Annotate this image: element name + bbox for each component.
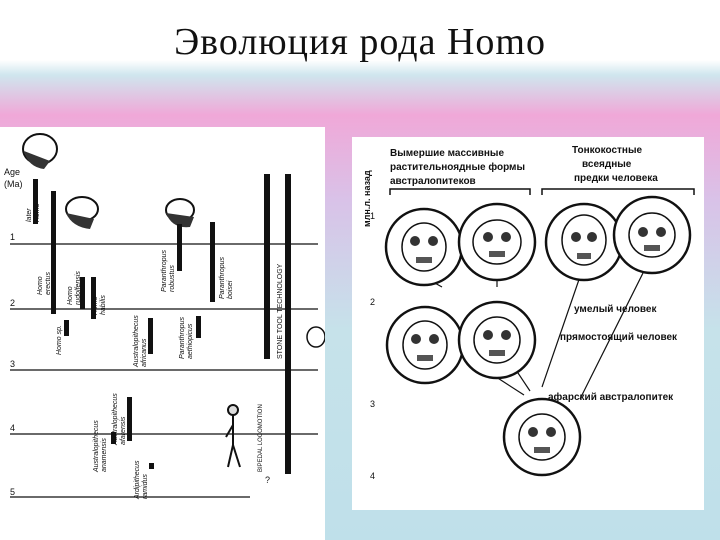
slide-title: Эволюция рода Homo [0,20,720,64]
bipedal-label: BIPEDAL LOCOMOTION [258,404,264,472]
label-paranthropus-robustus-1: Paranthropus [161,249,168,292]
label-homo-habilis: умелый человек [574,304,657,315]
skull-circle-top-left [386,209,462,285]
skull-circle-top-right-2 [614,197,690,273]
label-australopithecus-anamensis-1: Australopithecus [93,420,100,473]
label-homo-sp: Homo sp. [56,325,63,355]
skull-homo-erectus-icon [66,197,98,229]
skull-later-homo-icon [23,134,57,169]
group-left-line-3: австралопитеков [390,176,476,187]
label-afarensis: афарский австралопитек [548,391,674,403]
bar-paranthropus-aethiopicus [196,316,201,338]
age-axis-unit: (Ma) [4,179,23,189]
label-homo-habilis-2: habilis [100,295,107,315]
skull-circle-mid-center [459,302,535,378]
skull-circle-top-right-1 [546,204,622,280]
age-tick-4: 4 [10,423,15,433]
label-australopithecus-africanus-1: Australopithecus [133,315,140,368]
label-paranthropus-boisei-2: boisei [227,280,234,299]
label-later-homo-1: later [26,208,33,222]
group-right-line-1: Тонкокостные [572,145,642,156]
mya-tick-1: 1 [370,211,375,221]
age-axis-header: Age [4,167,20,177]
group-brackets [390,189,694,195]
label-paranthropus-aethiopicus-1: Paranthropus [179,316,186,359]
bipedal-figure-icon [226,405,240,467]
label-homo-erectus: прямостоящий человек [560,332,678,343]
mya-tick-3: 3 [370,399,375,409]
label-homo-habilis-1: Homo [92,296,99,315]
hominin-timeline-figure: Age (Ma) 1 2 3 4 5 [0,127,325,540]
label-australopithecus-africanus-2: africanus [141,338,148,367]
skull-australopithecus-icon [307,327,325,347]
label-ardipithecus-ramidus-1: Ardipithecus [134,460,141,500]
skull-ancestry-figure: млн.л. назад 1 2 3 4 Вымершие массивные … [352,137,704,510]
label-homo-erectus-2: erectus [45,272,52,295]
label-paranthropus-aethiopicus-2: aethiopicus [187,323,194,359]
bar-australopithecus-africanus [148,318,153,354]
bar-bipedal [285,174,291,474]
bar-ardipithecus-ramidus [149,463,154,469]
stone-tool-question: ? [285,361,290,371]
label-paranthropus-robustus-2: robustus [169,265,176,292]
group-right-line-2: всеядные [582,159,632,170]
label-later-homo-2: Homo [34,203,41,222]
skull-circle-bottom-afarensis [504,399,580,475]
age-tick-2: 2 [10,298,15,308]
bar-australopithecus-afarensis [127,397,132,441]
mya-tick-4: 4 [370,471,375,481]
label-homo-erectus-1: Homo [37,276,44,295]
mya-tick-2: 2 [370,297,375,307]
skull-circle-top-center [459,204,535,280]
bar-stone-tool [264,174,270,359]
label-australopithecus-anamensis-2: anamensis [101,438,108,472]
group-left-line-2: растительноядные формы [390,161,525,173]
label-homo-rudolfensis-1: Homo [67,286,74,305]
bar-paranthropus-robustus [177,224,182,271]
bar-homo-sp [64,320,69,336]
group-left-line-1: Вымершие массивные [390,148,504,159]
skull-paranthropus-icon [166,199,194,227]
age-tick-5: 5 [10,487,15,497]
label-australopithecus-afarensis-2: afarensis [120,416,127,445]
group-right-line-3: предки человека [574,173,658,184]
label-paranthropus-boisei-1: Paranthropus [219,256,226,299]
label-australopithecus-afarensis-1: Australopithecus [112,393,119,446]
stone-tool-label: STONE TOOL TECHNOLOGY [277,263,284,359]
bar-paranthropus-boisei [210,222,215,302]
bipedal-question: ? [265,475,270,485]
age-tick-1: 1 [10,232,15,242]
label-ardipithecus-ramidus-2: ramidus [142,474,149,499]
age-tick-3: 3 [10,359,15,369]
label-homo-rudolfensis-2: rudolfensis [75,271,82,305]
skull-circle-mid-left [387,307,463,383]
